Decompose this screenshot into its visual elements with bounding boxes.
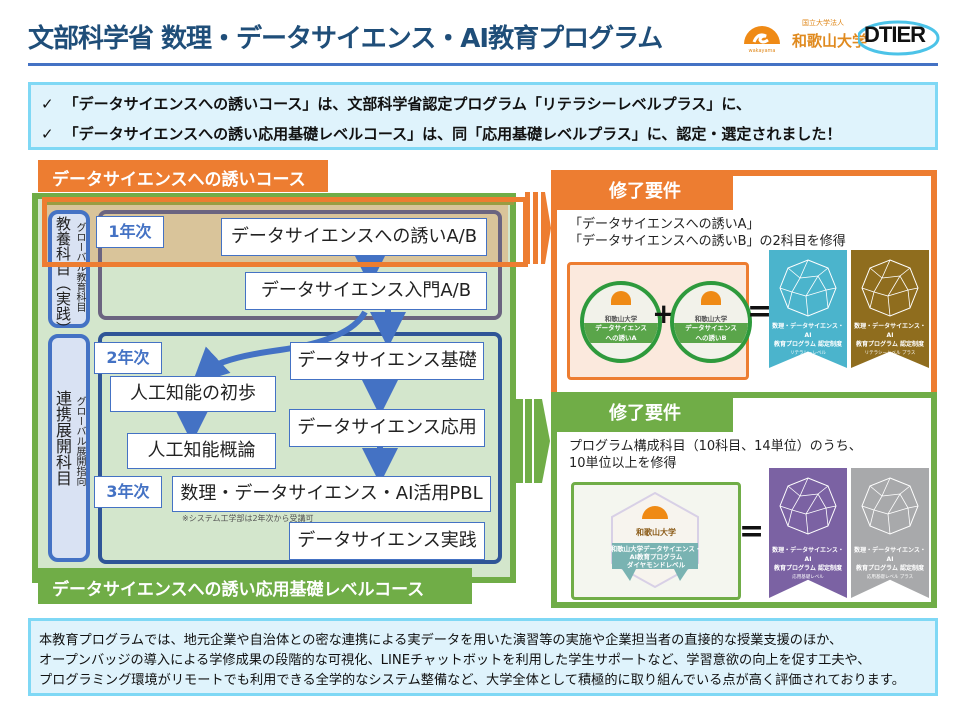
wakayama-univ-logo-icon: wakayama	[744, 26, 780, 54]
notice-text: 「データサイエンスへの誘いコース」は、文部科学省認定プログラム「リテラシーレベル…	[63, 95, 751, 113]
badge-label: 和歌山大学データサイエンス・AI教育プログラムダイヤモンドレベル	[610, 545, 702, 569]
check-icon: ✓	[41, 125, 54, 143]
orange-chevron-icon	[525, 192, 551, 264]
network-polygon-icon	[861, 259, 919, 317]
open-badge-b: 和歌山大学 データサイエンスへの誘いB	[670, 281, 752, 363]
requirements-line: 「データサイエンスへの誘いB」の2科目を修得	[569, 234, 846, 249]
year-1-label: 1年次	[96, 216, 164, 248]
applied-requirements-panel: 修了要件 プログラム構成科目（10科目、14単位）のうち、 10単位以上を修得 …	[551, 392, 937, 608]
badge-label: データサイエンスへの誘いB	[674, 323, 748, 343]
applied-course-tab: データサイエンスへの誘い応用基礎レベルコース	[38, 568, 472, 604]
renkei-main-label: 連携展開科目	[53, 390, 72, 486]
plus-sign: +	[652, 297, 676, 330]
course-oyo: データサイエンス応用	[289, 409, 485, 447]
network-polygon-icon	[779, 477, 837, 535]
requirements-tab: 修了要件	[557, 398, 733, 432]
open-badge-a: 和歌山大学 データサイエンスへの誘いA	[580, 281, 662, 363]
badge-label: データサイエンスへの誘いA	[584, 323, 658, 343]
literacy-course-outline	[42, 197, 528, 267]
badge-university: 和歌山大学	[604, 315, 638, 323]
university-sun-icon	[701, 291, 721, 305]
university-name: 和歌山大学	[792, 32, 868, 50]
dtier-swoosh-icon	[858, 20, 940, 56]
kyoyo-sub-label: グローバル教育科目	[74, 222, 85, 312]
certification-notice: ✓ 「データサイエンスへの誘いコース」は、文部科学省認定プログラム「リテラシーレベ…	[28, 82, 938, 150]
network-polygon-icon	[779, 259, 837, 317]
dtier-logo: DTIER	[864, 22, 926, 47]
badge-university: 和歌山大学	[694, 315, 728, 323]
course-ai-gairon: 人工知能概論	[127, 433, 276, 469]
notice-line: ✓ 「データサイエンスへの誘い応用基礎レベルコース」は、同「応用基礎レベルプラス」…	[41, 123, 841, 144]
course-kiso: データサイエンス基礎	[290, 342, 484, 380]
literacy-requirements-panel: 修了要件 「データサイエンスへの誘いA」 「データサイエンスへの誘いB」の2科目…	[551, 170, 937, 404]
renkei-sub-label: グローバル展開指向	[74, 396, 85, 486]
summary-line: 本教育プログラムでは、地元企業や自治体との密な連携による実データを用いた演習等の…	[39, 633, 843, 648]
course-pbl: 数理・データサイエンス・AI活用PBL	[172, 476, 491, 512]
evaluation-summary: 本教育プログラムでは、地元企業や自治体との密な連携による実データを用いた演習等の…	[28, 618, 938, 696]
requirements-line: 10単位以上を修得	[569, 456, 677, 471]
pbl-note: ※システム工学部は2年次から受講可	[182, 514, 314, 523]
requirements-line: プログラム構成科目（10科目、14単位）のうち、	[569, 439, 862, 454]
university-sun-icon	[611, 291, 631, 305]
diamond-level-badge-icon	[611, 491, 699, 589]
svg-text:wakayama: wakayama	[749, 48, 776, 54]
requirements-tab: 修了要件	[557, 176, 733, 210]
university-small-label: 国立大学法人	[802, 19, 844, 27]
badge-university: 和歌山大学	[636, 528, 676, 537]
literacy-course-tab: データサイエンスへの誘いコース	[38, 160, 328, 192]
summary-line: プログラミング環境がリモートでも利用できる全学的なシステム整備など、大学全体とし…	[39, 673, 905, 688]
green-chevron-icon	[516, 399, 550, 483]
literacy-badges-card: 和歌山大学 データサイエンスへの誘いA + 和歌山大学 データサイエンスへの誘い…	[567, 262, 752, 380]
title-divider	[28, 63, 938, 66]
page-title: 文部科学省 数理・データサイエンス・AI教育プログラム	[28, 24, 663, 54]
requirements-line: 「データサイエンスへの誘いA」	[569, 217, 760, 232]
equals-sign: =	[739, 514, 765, 549]
equals-sign: =	[747, 294, 773, 329]
course-nyumon-ab: データサイエンス入門A/B	[245, 272, 487, 310]
course-sasoi-ab: データサイエンスへの誘いA/B	[221, 218, 487, 256]
requirements-text: プログラム構成科目（10科目、14単位）のうち、 10単位以上を修得	[569, 438, 862, 472]
network-polygon-icon	[861, 477, 919, 535]
renkei-category-label: 連携展開科目 グローバル展開指向	[48, 334, 90, 562]
notice-line: ✓ 「データサイエンスへの誘いコース」は、文部科学省認定プログラム「リテラシーレベ…	[41, 93, 751, 114]
year-3-label: 3年次	[94, 476, 162, 508]
course-ai-shoho: 人工知能の初歩	[110, 376, 276, 412]
notice-text: 「データサイエンスへの誘い応用基礎レベルコース」は、同「応用基礎レベルプラス」に…	[63, 125, 842, 143]
arrow-nyumon-to-ai-shoho	[191, 310, 368, 385]
requirements-text: 「データサイエンスへの誘いA」 「データサイエンスへの誘いB」の2科目を修得	[569, 216, 846, 250]
summary-line: オープンバッジの導入による学修成果の段階的な可視化、LINEチャットボットを利用…	[39, 653, 871, 668]
year-2-label: 2年次	[94, 342, 162, 374]
check-icon: ✓	[41, 95, 54, 113]
kyoyo-category-label: 教養科目（実践） グローバル教育科目	[48, 210, 90, 336]
kyoyo-main-label: 教養科目（実践）	[54, 216, 72, 336]
course-jissen: データサイエンス実践	[289, 522, 485, 560]
diamond-badge-card: 和歌山大学 和歌山大学データサイエンス・AI教育プログラムダイヤモンドレベル	[571, 482, 741, 600]
year-2-3-group	[98, 332, 502, 564]
